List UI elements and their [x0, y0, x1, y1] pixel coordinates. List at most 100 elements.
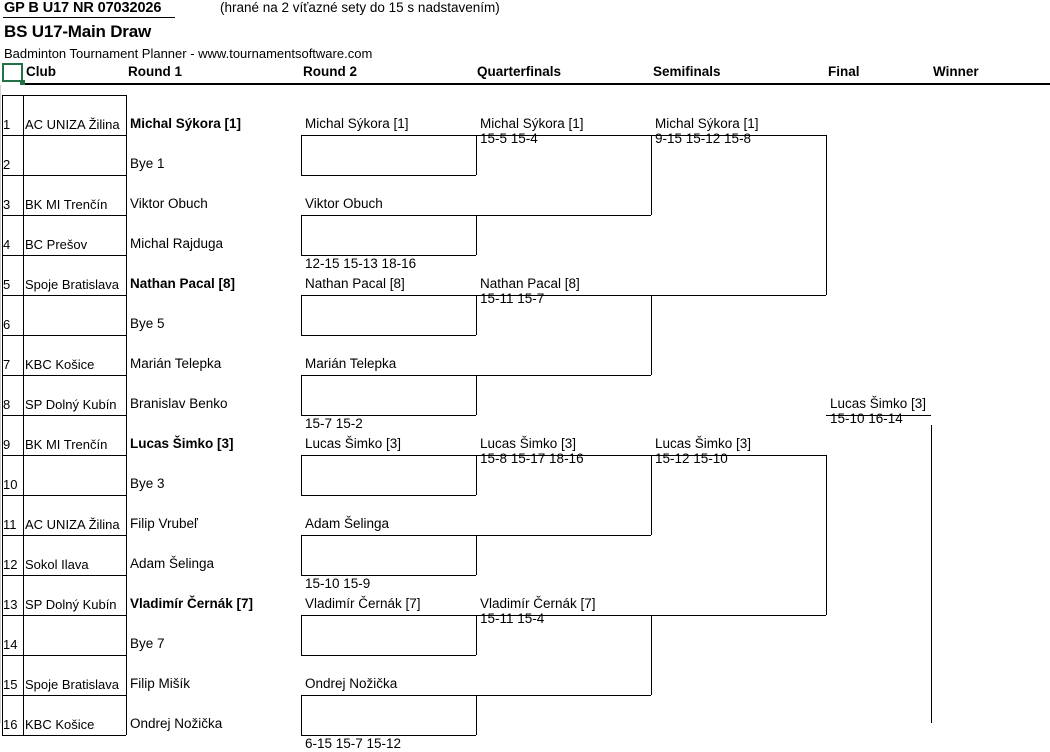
round2-connector-stub: [301, 215, 302, 255]
club-name: BK MI Trenčín: [25, 197, 108, 212]
bracket-entry-player: Viktor Obuch: [305, 196, 383, 211]
row-number: 12: [3, 557, 18, 572]
round2-connector-top: [301, 535, 476, 536]
sf-connector-top: [651, 455, 826, 456]
bracket-entry-player: Viktor Obuch: [130, 196, 208, 211]
semifinal-entry: Michal Sýkora [1]9-15 15-12 15-8: [655, 116, 759, 147]
bracket-entry-player: Vladimír Černák [7]: [480, 596, 596, 611]
row-divider: [2, 695, 126, 696]
row-number: 8: [3, 397, 11, 412]
fill-handle[interactable]: [20, 80, 25, 85]
quarterfinal-entry: Nathan Pacal [8]15-11 15-7: [480, 276, 580, 307]
bracket-entry-player: Nathan Pacal [8]: [305, 276, 405, 291]
round2-connector-bottom: [301, 575, 476, 576]
row-divider: [2, 735, 126, 736]
row-divider: [2, 255, 126, 256]
selected-cell-indicator[interactable]: [2, 63, 23, 82]
column-header-final: Final: [828, 64, 860, 79]
software-credit: Badminton Tournament Planner - www.tourn…: [4, 46, 373, 61]
qf-connector-join: [651, 455, 652, 535]
club-name: Sokol Ilava: [25, 557, 89, 572]
club-name: AC UNIZA Žilina: [25, 117, 120, 132]
round2-entry: Viktor Obuch: [305, 196, 383, 211]
club-name: SP Dolný Kubín: [25, 597, 117, 612]
row-divider: [2, 375, 126, 376]
bracket-entry-player: Lucas Šimko [3]: [130, 436, 234, 451]
column-header-club: Club: [26, 64, 56, 79]
column-header-semifinals: Semifinals: [653, 64, 721, 79]
qf-connector-bottom: [476, 215, 651, 216]
bracket-entry-player: Vladimír Černák [7]: [305, 596, 421, 611]
round2-connector-stub: [301, 295, 302, 335]
row-number: 5: [3, 277, 11, 292]
round1-entry: Adam Šelinga: [130, 556, 214, 571]
round2-connector-top: [301, 295, 476, 296]
qf-connector-bottom: [476, 535, 651, 536]
round1-entry: Marián Telepka: [130, 356, 221, 371]
round1-entry: Vladimír Černák [7]: [130, 596, 253, 611]
bracket-entry-score: 12-15 15-13 18-16: [305, 256, 417, 271]
bracket-entry-score: 15-7 15-2: [305, 416, 363, 431]
round2-connector-stub: [301, 615, 302, 655]
sf-connector-top: [651, 135, 826, 136]
club-name: KBC Košice: [25, 717, 95, 732]
bracket-entry-player: Lucas Šimko [3]: [655, 436, 752, 451]
column-header-round2: Round 2: [303, 64, 357, 79]
semifinal-entry: Lucas Šimko [3]15-12 15-10: [655, 436, 751, 467]
qf-connector-bottom: [476, 695, 651, 696]
row-number: 11: [3, 517, 17, 532]
round2-connector-stub: [301, 375, 302, 415]
row-divider: [2, 215, 126, 216]
round1-entry: Ondrej Nožička: [130, 716, 222, 731]
bracket-entry-player: Vladimír Černák [7]: [130, 596, 254, 611]
club-name: SP Dolný Kubín: [25, 397, 117, 412]
bracket-entry-score: 15-11 15-4: [480, 611, 545, 626]
column-divider: [23, 95, 24, 735]
bracket-entry-player: Filip Mišík: [130, 676, 190, 691]
sf-connector-join: [826, 455, 827, 615]
row-divider: [2, 655, 126, 656]
club-name: Spoje Bratislava: [25, 277, 119, 292]
bracket-entry-player: Nathan Pacal [8]: [130, 276, 236, 291]
bracket-entry-player: Marián Telepka: [130, 356, 222, 371]
column-header-round1: Round 1: [128, 64, 182, 79]
bracket-entry-score: 15-11 15-7: [480, 291, 545, 306]
round1-entry: Filip Vrubeľ: [130, 516, 198, 531]
column-header-quarterfinals: Quarterfinals: [477, 64, 562, 79]
round2-connector-join: [476, 535, 477, 575]
tournament-code: GP B U17 NR 07032026: [4, 0, 162, 16]
bracket-entry-player: Michal Sýkora [1]: [130, 116, 242, 131]
qf-connector-top: [476, 455, 651, 456]
bracket-entry-score: 15-8 15-17 18-16: [480, 451, 584, 466]
qf-connector-bottom: [476, 375, 651, 376]
round2-connector-top: [301, 695, 476, 696]
round2-connector-top: [301, 455, 476, 456]
final-entry: Lucas Šimko [3]15-10 16-14: [830, 396, 926, 427]
bracket-entry-score: 9-15 15-12 15-8: [655, 131, 752, 146]
row-divider: [2, 615, 126, 616]
final-connector-top: [826, 415, 931, 416]
qf-connector-top: [476, 615, 651, 616]
bracket-entry-player: Michal Sýkora [1]: [480, 116, 584, 131]
bracket-entry-score: 15-10 15-9: [305, 576, 371, 591]
bracket-entry-player: Ondrej Nožička: [130, 716, 223, 731]
qf-connector-join: [651, 135, 652, 215]
row-divider: [2, 415, 126, 416]
bracket-entry-player: Lucas Šimko [3]: [830, 396, 927, 411]
row-number: 9: [3, 437, 11, 452]
round2-connector-join: [476, 695, 477, 735]
page-title: BS U17-Main Draw: [4, 22, 152, 41]
bracket-entry-player: Bye 1: [130, 156, 165, 171]
gridline-vertical: [0, 85, 1, 723]
round2-connector-join: [476, 295, 477, 335]
round2-entry: Ondrej Nožička: [305, 676, 397, 691]
bracket-entry-score: 6-15 15-7 15-12: [305, 736, 402, 751]
bracket-entry-player: Adam Šelinga: [130, 556, 215, 571]
bracket-entry-player: Bye 7: [130, 636, 165, 651]
round2-connector-stub: [301, 455, 302, 495]
row-number: 3: [3, 197, 11, 212]
qf-connector-join: [651, 295, 652, 375]
round1-entry: Bye 1: [130, 156, 165, 171]
bracket-entry-score: 15-10 16-14: [830, 411, 903, 426]
round2-connector-join: [476, 375, 477, 415]
